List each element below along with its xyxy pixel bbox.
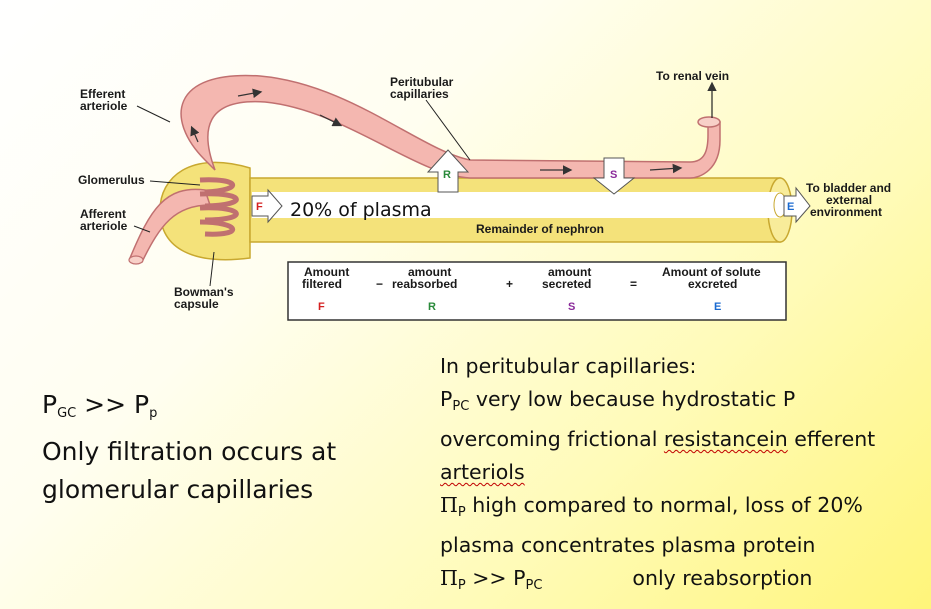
efferent-label-1: Efferent (80, 87, 125, 101)
renal-vein-label: To renal vein (656, 69, 729, 83)
reabsorption-arrow (426, 149, 470, 193)
peritubular-capillary (180, 74, 721, 179)
peritubular-label-2: capillaries (390, 87, 449, 101)
note-line-4: arteriols (440, 460, 525, 484)
filtration-line-2: glomerular capillaries (42, 475, 314, 504)
eq-letter-f: F (318, 301, 325, 313)
bowman-label-1: Bowman's (174, 285, 234, 299)
note-line-5: ΠP high compared to normal, loss of 20% (440, 493, 863, 520)
secretion-arrow (592, 157, 636, 195)
eq-op3: = (630, 277, 637, 291)
letter-r: R (443, 169, 451, 181)
note-line-3: overcoming frictional resistancein effer… (440, 427, 876, 451)
letter-s: S (610, 169, 617, 181)
filtration-line-1: Only filtration occurs at (42, 437, 337, 466)
note-line-2: PPC very low because hydrostatic P (440, 387, 796, 414)
glomerulus-label: Glomerulus (78, 173, 145, 187)
glomerulus-loops (199, 177, 239, 237)
nephron-diagram: R S F E 20% of plasma Remainder of nephr… (78, 69, 891, 321)
bladder-label-2: external (826, 193, 872, 207)
eq-term2-line1: amount (408, 265, 451, 279)
eq-term4-line2: excreted (688, 277, 737, 291)
afferent-arteriole-vessel (128, 188, 212, 263)
remainder-label: Remainder of nephron (476, 222, 604, 236)
letter-f: F (256, 201, 263, 213)
eq-letter-r: R (428, 301, 436, 313)
tubule-lumen (252, 192, 780, 218)
note-line-6: plasma concentrates plasma protein (440, 533, 816, 557)
note-line-1: In peritubular capillaries: (440, 354, 697, 378)
eq-letter-e: E (714, 301, 721, 313)
afferent-label-1: Afferent (80, 207, 126, 221)
eq-term1-line1: Amount (304, 265, 349, 279)
eq-op2: + (506, 277, 513, 291)
pressure-relation: PGC >> Pp (42, 390, 158, 421)
peritubular-notes: In peritubular capillaries: PPC very low… (440, 350, 930, 602)
eq-term4-line1: Amount of solute (662, 265, 761, 279)
letter-e: E (787, 201, 794, 213)
plasma-fraction-label: 20% of plasma (290, 199, 432, 221)
bowman-label-2: capsule (174, 297, 219, 311)
bladder-label-3: environment (810, 205, 882, 219)
eq-letter-s: S (568, 301, 575, 313)
eq-term1-line2: filtered (302, 277, 342, 291)
equation-box (287, 261, 787, 321)
efferent-label-2: arteriole (80, 99, 128, 113)
eq-term3-line2: secreted (542, 277, 591, 291)
eq-op1: − (376, 277, 383, 291)
peritubular-label-1: Peritubular (390, 75, 454, 89)
filtration-arrow (251, 188, 283, 224)
afferent-label-2: arteriole (80, 219, 128, 233)
glomerular-notes: PGC >> Pp Only filtration occurs at glom… (42, 386, 402, 509)
excretion-arrow (783, 186, 811, 224)
eq-term3-line1: amount (548, 265, 591, 279)
eq-term2-line2: reabsorbed (392, 277, 457, 291)
bladder-label-1: To bladder and (806, 181, 891, 195)
